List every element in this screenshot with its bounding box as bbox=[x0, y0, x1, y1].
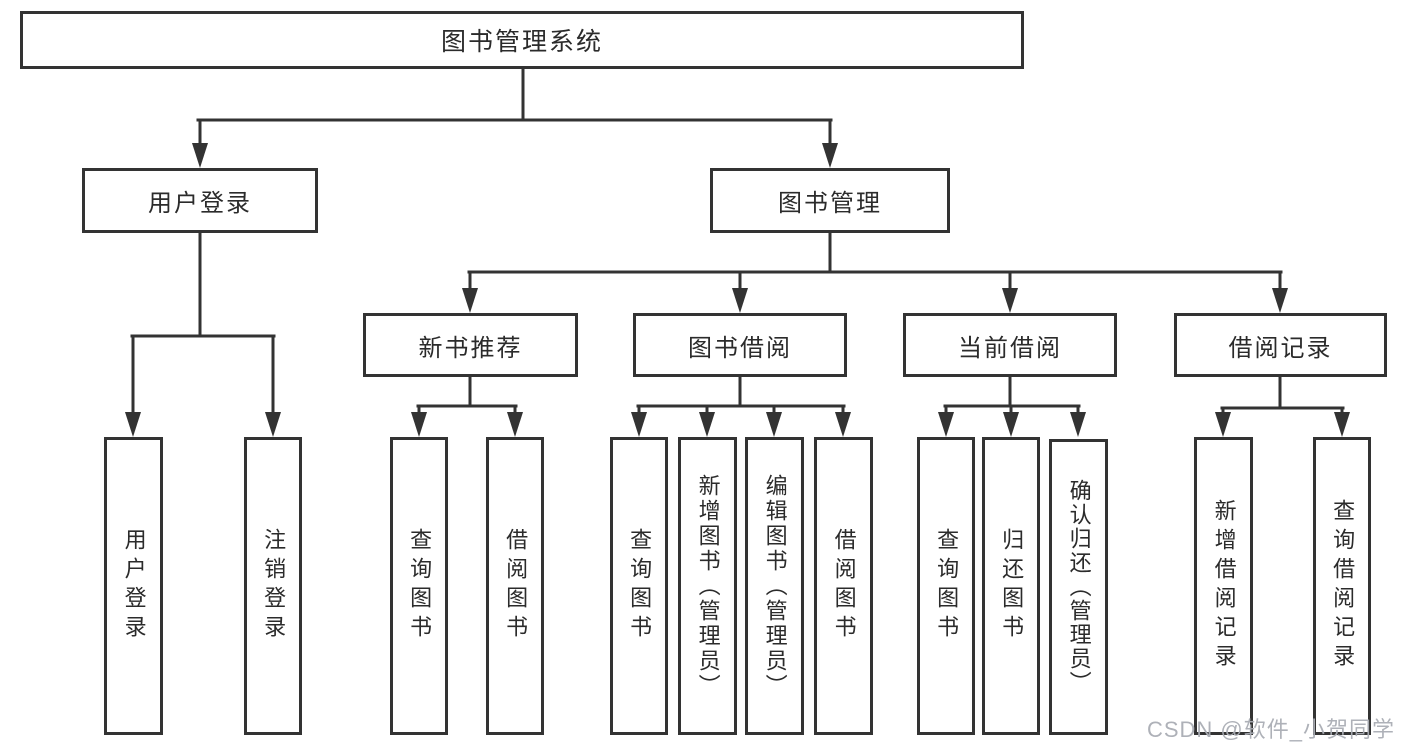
node-book-mgmt-label: 图书管理 bbox=[778, 190, 882, 217]
leaf-records-query-record-label: 查询借阅记录 bbox=[1330, 499, 1356, 673]
leaf-borrow-edit-books-label: 编辑图书（管理员） bbox=[762, 473, 788, 699]
leaf-borrow-query-books: 查询图书 bbox=[610, 437, 668, 735]
leaf-current-confirm-return-label: 确认归还（管理员） bbox=[1066, 479, 1092, 695]
leaf-records-add-record: 新增借阅记录 bbox=[1194, 437, 1253, 735]
node-borrow-records-label: 借阅记录 bbox=[1228, 334, 1333, 362]
edge-borrow-records-to-leaves bbox=[1215, 375, 1350, 437]
edge-root-to-level2 bbox=[192, 67, 838, 168]
leaf-current-return-books-label: 归还图书 bbox=[999, 528, 1025, 644]
leaf-records-query-record: 查询借阅记录 bbox=[1313, 437, 1371, 735]
node-book-borrow: 图书借阅 bbox=[633, 313, 847, 377]
node-borrow-records: 借阅记录 bbox=[1174, 313, 1387, 377]
leaf-newbooks-borrow-books-label: 借阅图书 bbox=[503, 528, 529, 644]
leaf-borrow-borrow-books: 借阅图书 bbox=[814, 437, 873, 735]
node-new-books-label: 新书推荐 bbox=[418, 334, 523, 362]
leaf-logout-label: 注销登录 bbox=[261, 528, 287, 644]
node-root-label: 图书管理系统 bbox=[440, 28, 603, 56]
leaf-newbooks-borrow-books: 借阅图书 bbox=[486, 437, 544, 735]
edge-book-mgmt-to-level3 bbox=[462, 231, 1288, 313]
leaf-user-login: 用户登录 bbox=[104, 437, 163, 735]
node-current-borrow-label: 当前借阅 bbox=[958, 334, 1062, 362]
node-user-login-label: 用户登录 bbox=[148, 190, 252, 217]
leaf-newbooks-query-books-label: 查询图书 bbox=[407, 528, 433, 644]
leaf-newbooks-query-books: 查询图书 bbox=[390, 437, 448, 735]
edge-book-borrow-to-leaves bbox=[631, 375, 851, 437]
node-root: 图书管理系统 bbox=[20, 11, 1024, 69]
node-user-login: 用户登录 bbox=[82, 168, 318, 233]
leaf-user-login-label: 用户登录 bbox=[121, 528, 147, 644]
node-book-borrow-label: 图书借阅 bbox=[688, 334, 792, 362]
leaf-current-confirm-return: 确认归还（管理员） bbox=[1049, 439, 1108, 735]
csdn-watermark: CSDN @软件_小贺同学 bbox=[1146, 717, 1395, 742]
leaf-logout: 注销登录 bbox=[244, 437, 302, 735]
node-current-borrow: 当前借阅 bbox=[903, 313, 1117, 377]
leaf-current-query-books: 查询图书 bbox=[917, 437, 975, 735]
node-new-books: 新书推荐 bbox=[363, 313, 578, 377]
edge-current-borrow-to-leaves bbox=[938, 375, 1086, 437]
leaf-borrow-add-books: 新增图书（管理员） bbox=[678, 437, 737, 735]
node-book-mgmt: 图书管理 bbox=[710, 168, 950, 233]
leaf-borrow-query-books-label: 查询图书 bbox=[627, 528, 653, 644]
leaf-current-query-books-label: 查询图书 bbox=[934, 528, 960, 644]
edge-user-login-to-leaves bbox=[125, 231, 281, 437]
leaf-borrow-add-books-label: 新增图书（管理员） bbox=[695, 473, 721, 699]
leaf-current-return-books: 归还图书 bbox=[982, 437, 1040, 735]
leaf-borrow-edit-books: 编辑图书（管理员） bbox=[745, 437, 804, 735]
leaf-records-add-record-label: 新增借阅记录 bbox=[1211, 499, 1237, 673]
leaf-borrow-borrow-books-label: 借阅图书 bbox=[831, 528, 857, 644]
edge-new-books-to-leaves bbox=[411, 375, 523, 437]
